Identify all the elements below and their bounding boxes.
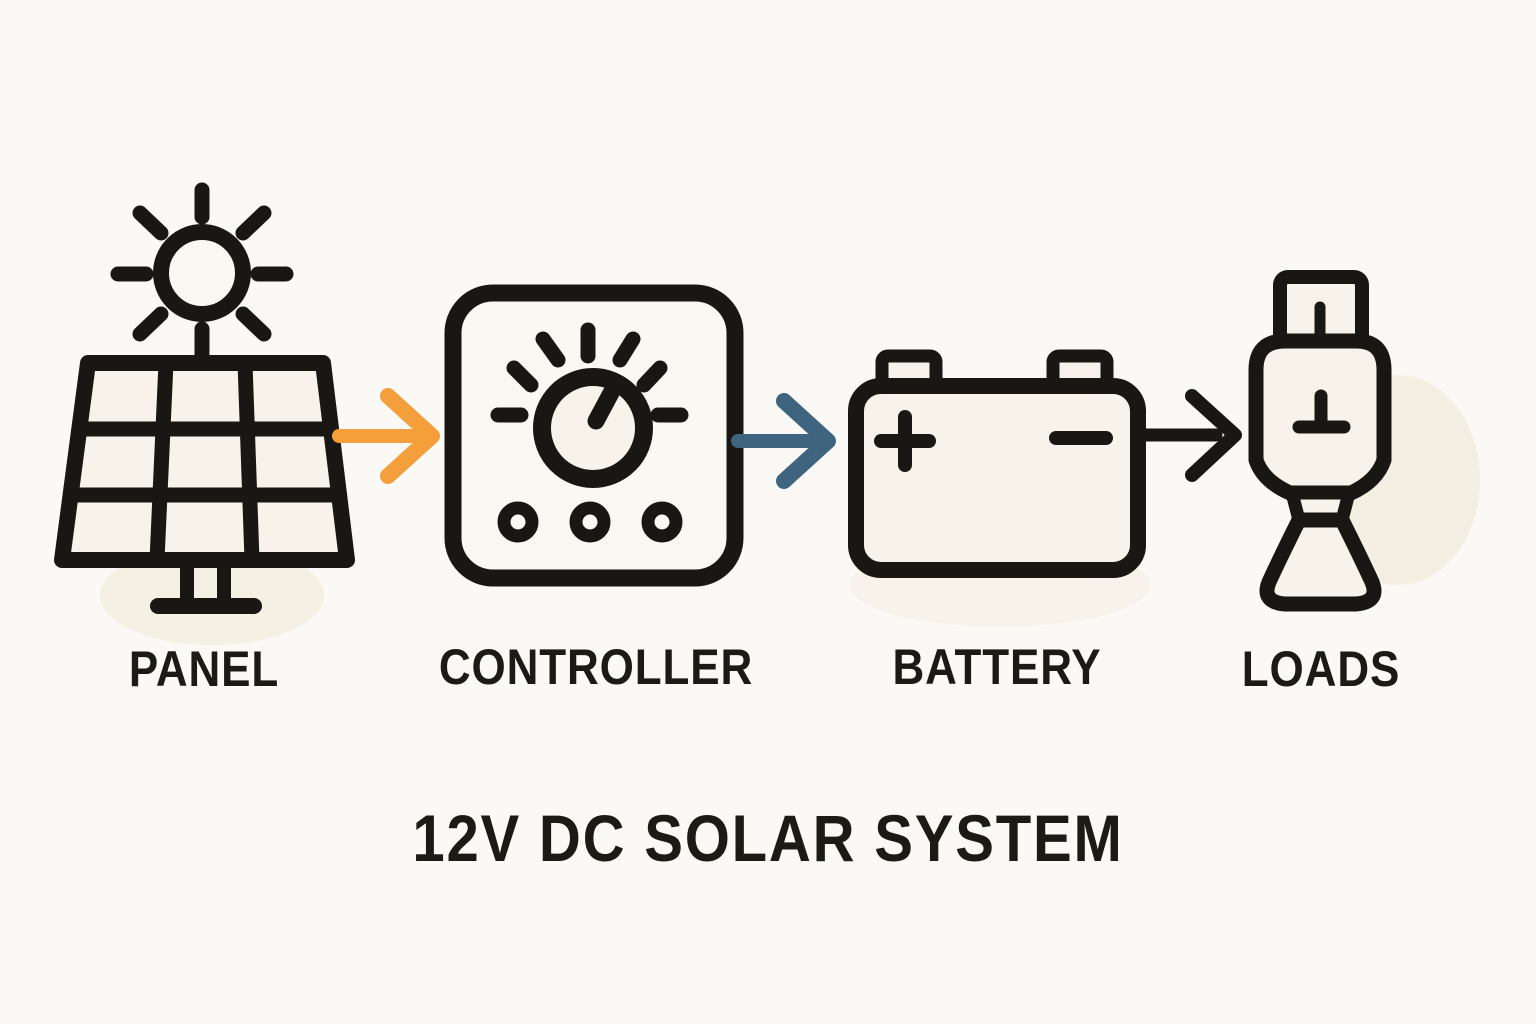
sun-icon: [110, 182, 294, 364]
battery-body: [848, 378, 1146, 578]
battery-icon: [848, 349, 1146, 578]
panel-label: PANEL: [128, 641, 280, 697]
loads-label: LOADS: [1241, 641, 1401, 697]
panel-stand: [150, 553, 262, 614]
battery-label: BATTERY: [892, 639, 1102, 695]
panel-grid: [54, 355, 355, 568]
knob-pointer: [587, 384, 620, 430]
arrow-panel-to-controller: [332, 388, 440, 484]
battery-plus-symbol: [874, 410, 936, 472]
usb-cable-flare: [1259, 512, 1382, 612]
arrow-controller-to-battery: [731, 393, 836, 489]
controller-label: CONTROLLER: [438, 639, 754, 695]
usb-plug-mark: [1292, 389, 1351, 434]
charge-controller-icon: [444, 284, 744, 587]
arrow-battery-to-loads: [1134, 389, 1242, 482]
controller-dots: [497, 501, 683, 543]
usb-plug-icon: [1248, 270, 1392, 612]
panel-blob: [100, 545, 324, 645]
diagram-title: 12V DC SOLAR SYSTEM: [412, 801, 1124, 875]
knob-ticks: [490, 322, 689, 423]
solar-panel-icon: [54, 182, 355, 614]
